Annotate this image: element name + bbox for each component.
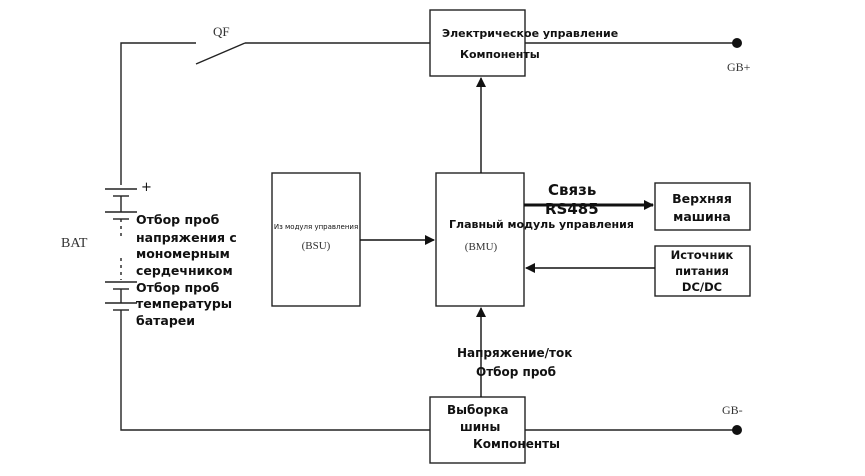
power-supply-line: Источник <box>671 248 734 262</box>
comm-protocol-label: RS485 <box>545 200 599 218</box>
electric-control-block <box>429 9 526 77</box>
wiring <box>105 42 737 431</box>
gb-minus-label: GB- <box>722 403 743 417</box>
qf-switch-blade <box>195 42 246 65</box>
temperature-sampling-line: температуры <box>136 296 232 311</box>
upper-machine-block <box>654 182 751 231</box>
slave-module-block <box>271 172 361 307</box>
power-supply-line: DC/DC <box>682 280 722 294</box>
gb-plus-terminal <box>732 38 742 48</box>
temperature-sampling-line: Отбор проб <box>136 280 220 295</box>
battery-negative-wire <box>120 318 430 431</box>
bus-sampling-block <box>429 396 526 464</box>
battery-label: BAT <box>61 236 88 251</box>
power-supply-line: питания <box>675 264 729 278</box>
comm-label: Связь <box>548 181 596 199</box>
cell-voltage-sampling-line: Отбор проб <box>136 212 220 227</box>
main-module-block <box>435 172 525 307</box>
voltage-current-label: Напряжение/ток <box>457 346 572 360</box>
cell-voltage-sampling-line: мономерным <box>136 246 230 261</box>
voltage-current-sampling-label: Отбор проб <box>476 365 556 379</box>
upper-machine-line: Верхняя <box>672 191 732 206</box>
cell-voltage-sampling-line: сердечником <box>136 263 233 278</box>
temperature-sampling-line: батареи <box>136 313 195 328</box>
main-module-abbr: (BMU) <box>465 241 498 253</box>
cell-voltage-sampling-line: напряжения с <box>136 230 237 245</box>
bus-sampling-line: шины <box>460 420 500 434</box>
slave-module-title: Из модуля управления <box>274 223 358 231</box>
bus-sampling-line: Компоненты <box>473 437 560 451</box>
electric-control-subtitle: Компоненты <box>460 48 540 61</box>
upper-machine-line: машина <box>673 209 731 224</box>
battery-plus-sign: + <box>141 180 152 195</box>
slave-module-abbr: (BSU) <box>302 240 331 252</box>
qf-switch-label: QF <box>213 24 230 39</box>
main-module-title: Главный модуль управления <box>449 218 634 231</box>
power-supply-block <box>654 245 751 297</box>
electric-control-title: Электрическое управление <box>442 27 618 40</box>
gb-minus-terminal <box>732 425 742 435</box>
gb-plus-label: GB+ <box>727 60 751 74</box>
bus-sampling-line: Выборка <box>447 403 508 417</box>
battery-positive-wire <box>120 42 196 185</box>
